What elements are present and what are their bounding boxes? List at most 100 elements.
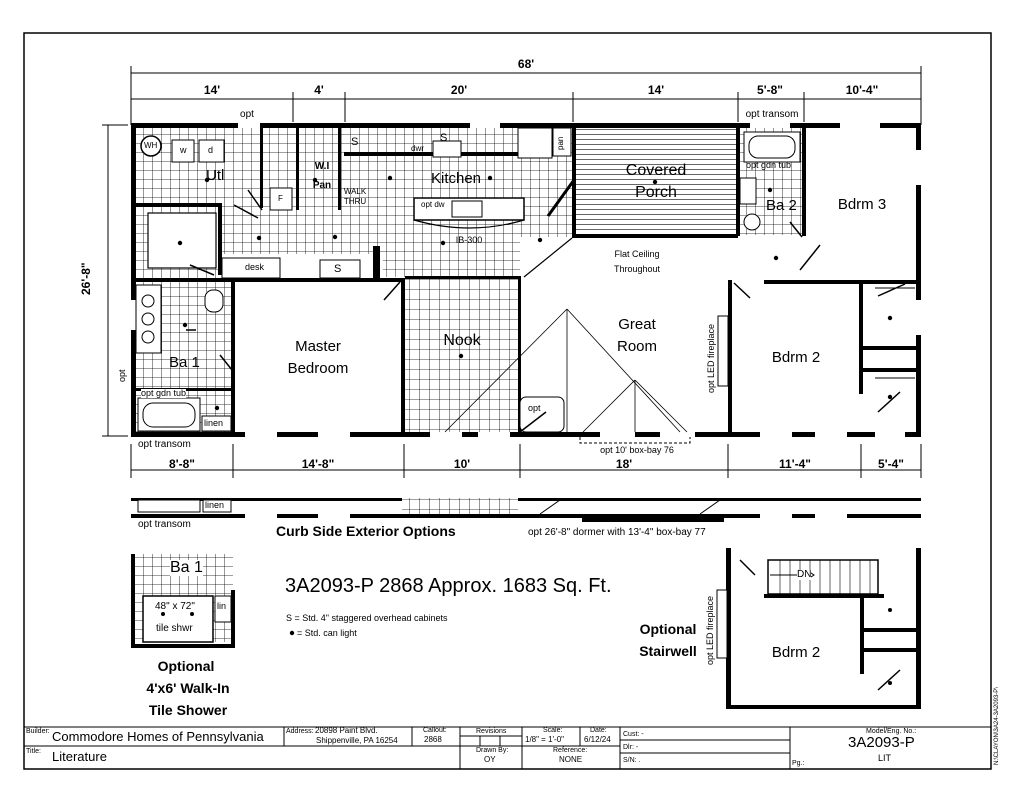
room-label-nook: Nook (443, 332, 481, 349)
label-furnace: F (278, 194, 283, 203)
dryer (198, 139, 225, 163)
label-opt-transom: opt transom (138, 439, 191, 450)
windows (131, 123, 921, 437)
label-washer: w (180, 145, 187, 155)
label-dryer: d (208, 145, 214, 155)
label-fireplace: opt LED fireplace (706, 323, 716, 393)
hall-cabinet (319, 259, 361, 279)
tb-builder: Commodore Homes of Pennsylvania (52, 729, 264, 744)
label-box-bay: opt 10' box-bay 76 (600, 445, 674, 455)
label-linen: linen (204, 418, 224, 428)
top-dimension: 10'-4" (845, 83, 879, 97)
exterior-linen: linen (205, 500, 225, 510)
bottom-dimension: 8'-8" (169, 457, 195, 471)
tb-cust: Cust: - (623, 731, 644, 738)
top-dimension: 5'-8" (757, 83, 783, 97)
label-opt-dw: opt dw (421, 200, 445, 209)
pantry (552, 127, 572, 157)
room-label-porch: Covered (625, 162, 687, 179)
room-label-bdrm3: Bdrm 3 (837, 196, 887, 213)
ba2-vanity (739, 177, 757, 205)
label-cabinet-s: S (351, 136, 359, 148)
tb-scale: 1/8" = 1'-0" (525, 735, 565, 744)
tb-scale-label: Scale: (543, 727, 563, 734)
ba2-toilet (743, 213, 761, 231)
washer (171, 139, 195, 163)
tb-date-label: Date: (590, 727, 607, 734)
legend-can-light-text: = Std. can light (297, 628, 357, 638)
label-dwr: dwr (411, 144, 424, 153)
label-opt-gdn-tub: opt gdn tub (141, 388, 187, 398)
water-heater (140, 135, 162, 157)
bottom-dimension: 5'-4" (878, 457, 904, 471)
tb-revisions-label: Revisions (476, 728, 507, 735)
label-opt-gdn-tub: opt gdn tub (746, 160, 792, 170)
kitchen-range (432, 140, 462, 158)
top-dimension: 4' (314, 83, 324, 97)
room-label-porch: Porch (635, 184, 677, 201)
tb-reference-label: Reference: (553, 747, 588, 754)
tb-pg: Pg.: (792, 760, 805, 767)
master-blank (233, 282, 403, 433)
great-room-ceiling-lines (444, 308, 688, 433)
tb-drawn-label: Drawn By: (476, 747, 509, 754)
room-label-master: Bedroom (287, 360, 349, 377)
stair-fireplace-label: opt LED fireplace (705, 595, 715, 665)
shower-linen: lin (217, 601, 227, 611)
bottom-dimension: 11'-4" (779, 457, 811, 471)
tb-lit: LIT (878, 753, 892, 763)
label-flat-ceiling: Flat Ceiling (614, 249, 660, 259)
ba1-linen (201, 415, 232, 432)
shower-caption: Optional (157, 658, 215, 674)
bottom-dimension: 14'-8" (301, 457, 335, 471)
kitchen-counter (344, 152, 520, 156)
bottom-dimension: 18' (615, 457, 633, 471)
tb-model: 3A2093-P (848, 734, 915, 751)
top-dimension-lines (130, 66, 922, 125)
stair-caption: Stairwell (639, 643, 697, 659)
sheet-border (23, 32, 992, 770)
tb-model-label: Model/Eng. No.: (866, 728, 917, 735)
shower-size: 48" x 72" (155, 601, 195, 612)
label-cabinet-s: S (440, 132, 448, 144)
kitchen-angle-wall (546, 179, 576, 217)
tb-address: 20898 Paint Blvd. (315, 726, 378, 735)
legend-cabinets: S = Std. 4" staggered overhead cabinets (286, 613, 448, 623)
label-opt: opt (528, 403, 541, 413)
tb-builder-label: Builder: (26, 728, 50, 735)
label-walk-thru: WALK (343, 187, 367, 196)
island-sink (451, 200, 483, 218)
tb-callout-label: Callout: (423, 727, 447, 734)
tb-dlr: Dlr: - (623, 744, 639, 751)
exterior-strip (131, 498, 921, 522)
exterior-title: Curb Side Exterior Options (276, 523, 456, 539)
tb-title: Literature (52, 749, 107, 764)
stair-caption: Optional (639, 621, 697, 637)
label-wi-pan: W.I (314, 161, 330, 172)
fireplace (717, 315, 729, 387)
label-opt: opt (117, 369, 127, 382)
label-pan: pan (556, 136, 565, 150)
tb-callout: 2868 (424, 735, 442, 744)
ba1-toilet (204, 289, 224, 313)
shower-label: tile shwr (156, 623, 193, 634)
ba1-shower-stall (147, 212, 217, 269)
exterior-opt-transom: opt transom (138, 519, 191, 530)
model-title: 3A2093-P 2868 Approx. 1683 Sq. Ft. (285, 575, 612, 597)
legend-can-light (289, 630, 295, 636)
room-label-great-room: Great (618, 316, 656, 333)
furnace (269, 187, 293, 211)
room-label-kitchen: Kitchen (430, 170, 482, 187)
label-flat-ceiling: Throughout (613, 264, 661, 274)
doors (186, 189, 906, 433)
top-dimension: 20' (450, 83, 468, 97)
top-dimension: 14' (203, 83, 221, 97)
exterior-dormer: opt 26'-8" dormer with 13'-4" box-bay 77 (528, 527, 706, 538)
refrigerator (517, 127, 553, 159)
room-label-master: Master (295, 338, 341, 355)
desk (221, 257, 281, 279)
left-dimension-line (102, 124, 128, 437)
stairwell-inset (716, 548, 921, 709)
title-block-grid (24, 726, 991, 769)
